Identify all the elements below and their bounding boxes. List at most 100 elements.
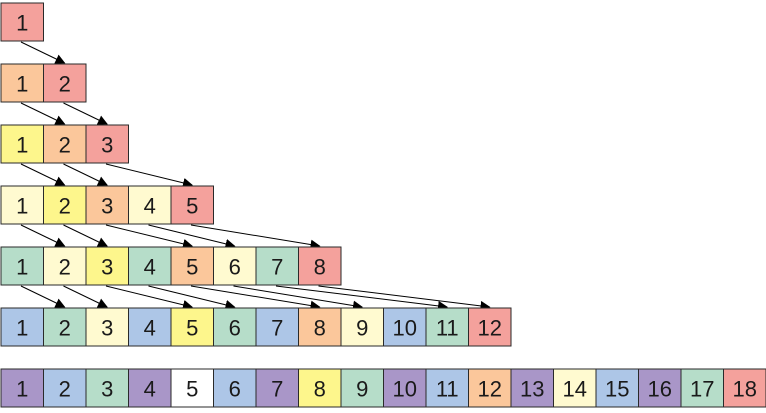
cell-box bbox=[85, 185, 129, 225]
cell: 5 bbox=[170, 185, 214, 225]
cell-label: 9 bbox=[356, 377, 368, 402]
arrow bbox=[63, 102, 108, 125]
cell-label: 2 bbox=[59, 255, 71, 280]
arrow bbox=[275, 285, 448, 311]
cell-label: 6 bbox=[229, 255, 241, 280]
row-1: 1 bbox=[0, 2, 44, 42]
cell: 18 bbox=[723, 368, 766, 408]
cell-label: 1 bbox=[16, 72, 28, 97]
cell-label: 18 bbox=[733, 377, 757, 402]
cell: 9 bbox=[340, 307, 384, 347]
cell: 1 bbox=[0, 2, 44, 42]
cell: 11 bbox=[425, 368, 469, 408]
cell-label: 4 bbox=[144, 316, 156, 341]
cell-label: 4 bbox=[144, 255, 156, 280]
cell-box bbox=[680, 368, 724, 408]
cell: 8 bbox=[298, 307, 342, 347]
cell-box bbox=[0, 124, 44, 164]
cell-box bbox=[213, 368, 257, 408]
cell-label: 1 bbox=[16, 377, 28, 402]
cell-label: 3 bbox=[101, 133, 113, 158]
cell: 4 bbox=[128, 307, 172, 347]
cell-box bbox=[43, 368, 87, 408]
arrow bbox=[190, 224, 321, 250]
arrow bbox=[105, 163, 193, 188]
cell-box bbox=[85, 246, 129, 286]
cell: 1 bbox=[0, 124, 44, 164]
cell-label: 15 bbox=[605, 377, 629, 402]
cell-box bbox=[170, 307, 214, 347]
cell-label: 8 bbox=[314, 316, 326, 341]
arrow bbox=[20, 224, 66, 247]
cell-label: 1 bbox=[16, 316, 28, 341]
cell-label: 7 bbox=[271, 377, 283, 402]
cell: 15 bbox=[595, 368, 639, 408]
cell-box bbox=[128, 368, 172, 408]
cell-box bbox=[0, 2, 44, 42]
cell: 3 bbox=[85, 185, 129, 225]
cell-label: 10 bbox=[393, 316, 417, 341]
cell-label: 4 bbox=[144, 194, 156, 219]
cell: 3 bbox=[85, 124, 129, 164]
cell-label: 2 bbox=[59, 377, 71, 402]
cell-label: 5 bbox=[186, 194, 198, 219]
cell: 8 bbox=[298, 368, 342, 408]
cell: 6 bbox=[213, 368, 257, 408]
cell-box bbox=[638, 368, 682, 408]
cell: 1 bbox=[0, 307, 44, 347]
cell: 10 bbox=[383, 307, 427, 347]
cell-label: 7 bbox=[271, 255, 283, 280]
arrow bbox=[105, 224, 193, 249]
cell-box bbox=[43, 124, 87, 164]
cell: 5 bbox=[170, 307, 214, 347]
cell-label: 4 bbox=[144, 377, 156, 402]
cell: 2 bbox=[43, 185, 87, 225]
cell-box bbox=[43, 307, 87, 347]
cell-box bbox=[0, 368, 44, 408]
cell-box bbox=[425, 368, 469, 408]
cell-box bbox=[170, 185, 214, 225]
cell: 7 bbox=[255, 246, 299, 286]
cell-box bbox=[0, 307, 44, 347]
arrows-layer bbox=[20, 41, 491, 311]
cell-box bbox=[128, 307, 172, 347]
cell-box bbox=[425, 307, 469, 347]
cell-label: 7 bbox=[271, 316, 283, 341]
cell-label: 8 bbox=[314, 255, 326, 280]
arrow bbox=[105, 285, 193, 310]
cell-box bbox=[128, 185, 172, 225]
cell-box bbox=[128, 246, 172, 286]
cell-box bbox=[255, 368, 299, 408]
cell-label: 6 bbox=[229, 377, 241, 402]
arrow bbox=[20, 102, 66, 125]
cell-label: 3 bbox=[101, 316, 113, 341]
cell: 5 bbox=[170, 246, 214, 286]
cell-box bbox=[468, 307, 512, 347]
arrow bbox=[63, 285, 108, 308]
cell: 12 bbox=[468, 368, 512, 408]
cell-label: 16 bbox=[648, 377, 672, 402]
cell-label: 9 bbox=[356, 316, 368, 341]
cell: 3 bbox=[85, 246, 129, 286]
cell-box bbox=[383, 307, 427, 347]
cell: 4 bbox=[128, 246, 172, 286]
cell-label: 2 bbox=[59, 194, 71, 219]
cell-label: 1 bbox=[16, 255, 28, 280]
cell: 1 bbox=[0, 246, 44, 286]
cell: 7 bbox=[255, 368, 299, 408]
cell: 5 bbox=[170, 368, 214, 408]
cell-box bbox=[85, 368, 129, 408]
cell: 11 bbox=[425, 307, 469, 347]
cell-label: 2 bbox=[59, 316, 71, 341]
cell-box bbox=[595, 368, 639, 408]
arrow bbox=[63, 163, 108, 186]
cell-label: 12 bbox=[478, 377, 502, 402]
cell: 9 bbox=[340, 368, 384, 408]
cell: 4 bbox=[128, 368, 172, 408]
